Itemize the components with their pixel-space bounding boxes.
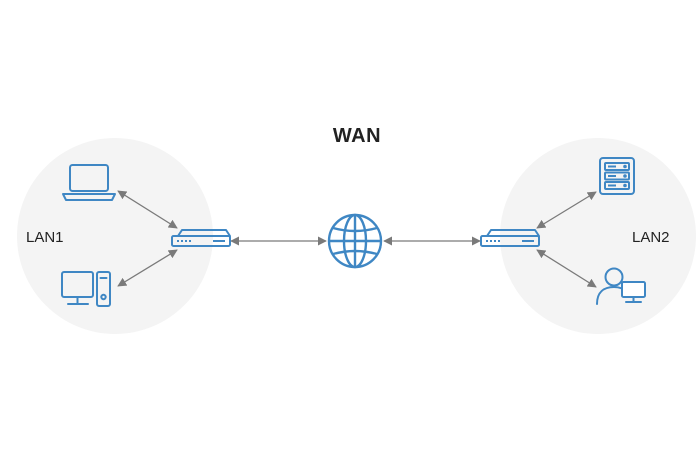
globe-icon: [327, 213, 383, 269]
router-right-icon: [480, 229, 540, 247]
link-desktop-router: [117, 249, 178, 287]
wan-title: WAN: [332, 125, 382, 147]
laptop-icon: [62, 164, 116, 201]
link-router-user: [536, 249, 597, 288]
router-left-icon: [171, 229, 231, 247]
server-icon: [599, 157, 635, 195]
link-router-server: [536, 191, 597, 229]
lan1-label: LAN1: [26, 229, 64, 246]
link-laptop-router: [117, 190, 178, 229]
connections: [117, 190, 597, 288]
user-workstation-icon: [596, 267, 646, 305]
desktop-computer-icon: [61, 271, 111, 307]
lan2-label: LAN2: [632, 229, 670, 246]
